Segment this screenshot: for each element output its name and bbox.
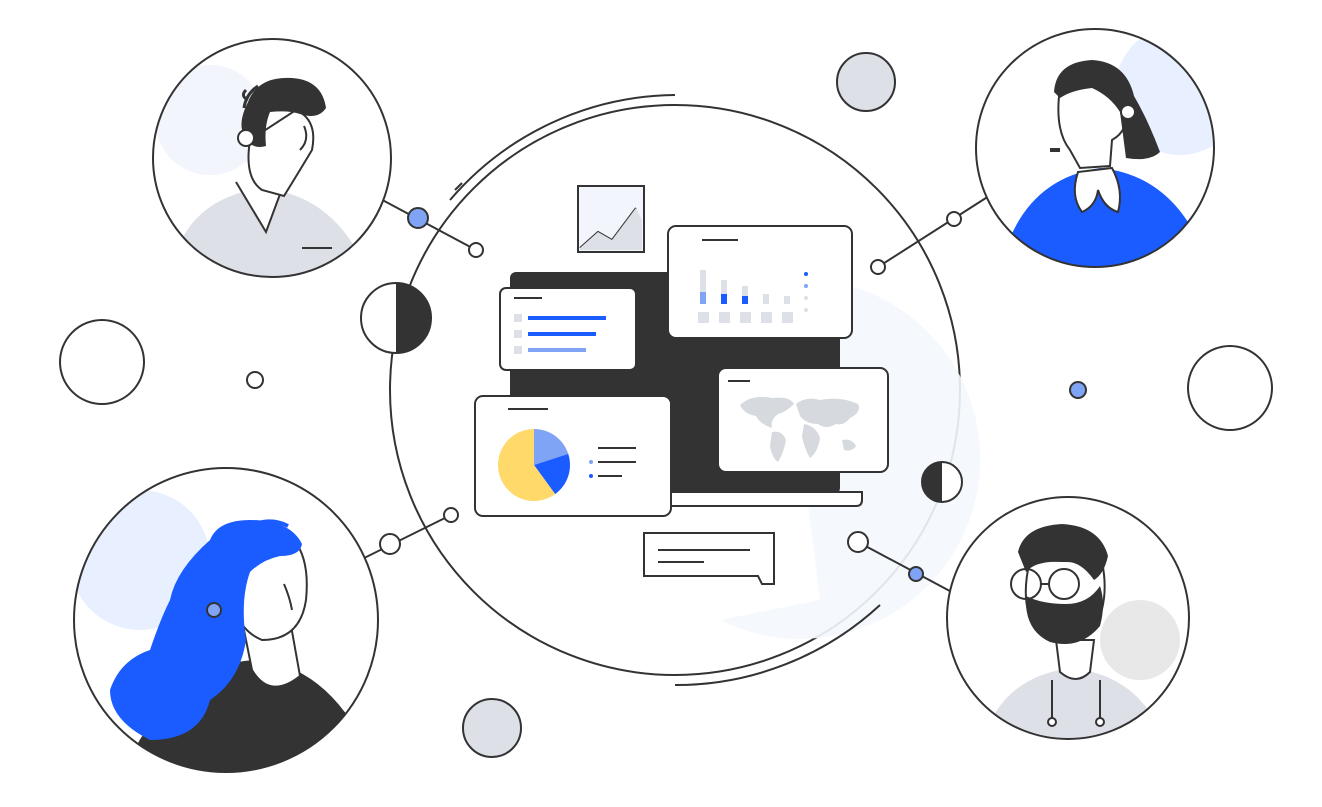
bar-label-block xyxy=(782,312,793,323)
pie-slice xyxy=(497,429,556,501)
bar-highlight xyxy=(721,294,727,304)
deco-circle xyxy=(836,52,896,112)
avatar-woman-blue-hair xyxy=(73,467,379,773)
deco-circle xyxy=(1187,345,1273,431)
bar-highlight xyxy=(700,292,706,304)
bar-label-block xyxy=(719,312,730,323)
speech-bubble-icon xyxy=(643,532,775,585)
deco-circle xyxy=(462,698,522,758)
decorative-circles xyxy=(59,52,1273,758)
list-card xyxy=(499,287,637,371)
bar-highlight xyxy=(742,296,748,304)
avatar-man-collar xyxy=(152,38,392,278)
map-card xyxy=(717,367,889,473)
bar xyxy=(700,270,706,304)
bar xyxy=(763,294,769,304)
bar-label-block xyxy=(698,312,709,323)
bar-label-block xyxy=(740,312,751,323)
bar xyxy=(721,280,727,304)
bar-chart-bars xyxy=(698,270,793,323)
bar xyxy=(784,296,790,304)
world-map-icon xyxy=(740,396,859,462)
deco-circle xyxy=(59,319,145,405)
deco-circle xyxy=(1069,381,1087,399)
avatar-woman-blue-shirt xyxy=(975,28,1215,268)
pie-slice xyxy=(534,453,570,495)
avatar-man-beard-glasses xyxy=(946,496,1190,740)
bar xyxy=(742,286,748,304)
image-placeholder-icon xyxy=(577,185,645,253)
pie-chart-card xyxy=(474,395,672,517)
bar-label-block xyxy=(761,312,772,323)
pie-slice xyxy=(534,429,569,465)
pie-chart xyxy=(497,429,570,501)
bar-chart-card xyxy=(667,225,853,339)
deco-circle xyxy=(246,371,264,389)
